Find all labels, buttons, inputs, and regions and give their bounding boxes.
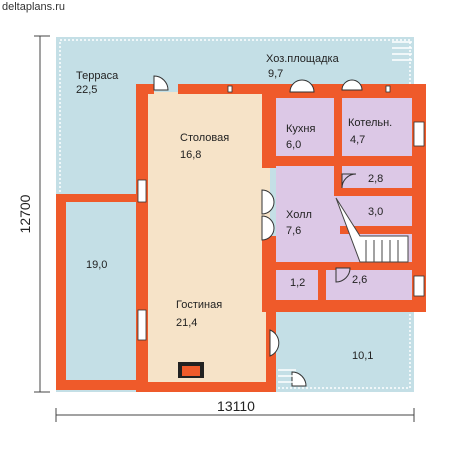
living-dining-floor xyxy=(146,92,270,384)
terrace-19-area: 19,0 xyxy=(86,259,107,271)
terrace-area: 22,5 xyxy=(76,84,97,96)
doors xyxy=(153,75,363,387)
hall-door-1 xyxy=(261,189,275,215)
windows xyxy=(137,85,425,341)
height-dimension: 12700 xyxy=(17,194,33,233)
dining-name: Столовая xyxy=(180,132,229,144)
fireplace xyxy=(178,362,204,378)
terrace-steps xyxy=(278,41,412,383)
boiler-area: 4,7 xyxy=(350,134,365,146)
yard-area: 9,7 xyxy=(268,68,283,80)
kitchen-floor xyxy=(276,98,334,158)
width-dimension: 13110 xyxy=(217,398,255,414)
terrace-door xyxy=(153,75,169,91)
living-area: 21,4 xyxy=(176,317,197,329)
living-name: Гостиная xyxy=(176,299,222,311)
boiler-name: Котельн. xyxy=(348,117,392,129)
terrace-name: Терраса xyxy=(76,70,119,82)
service-rooms-floor xyxy=(276,98,412,302)
terrace-10-area: 10,1 xyxy=(352,350,373,362)
site-watermark: deltaplans.ru xyxy=(2,1,65,13)
dining-area: 16,8 xyxy=(180,149,201,161)
boiler-floor xyxy=(340,98,412,158)
small-door-26 xyxy=(335,267,351,283)
small-door-28 xyxy=(341,173,357,189)
stairs xyxy=(335,197,409,263)
living-door xyxy=(269,329,280,357)
room-30-area: 3,0 xyxy=(368,206,383,218)
yard-name: Хоз.площадка xyxy=(266,53,340,65)
room-labels: Терраса 22,5 Хоз.площадка 9,7 Столовая 1… xyxy=(76,53,392,362)
kitchen-door xyxy=(289,79,315,93)
hall-door-2 xyxy=(261,215,275,241)
kitchen-area: 6,0 xyxy=(286,139,301,151)
kitchen-name: Кухня xyxy=(286,123,315,135)
room-28-area: 2,8 xyxy=(368,173,383,185)
room-12-area: 1,2 xyxy=(290,277,305,289)
room-26-area: 2,6 xyxy=(352,274,367,286)
hall-area: 7,6 xyxy=(286,225,301,237)
hall-name: Холл xyxy=(286,209,312,221)
dimension-lines xyxy=(34,35,415,422)
boiler-door xyxy=(341,79,363,91)
